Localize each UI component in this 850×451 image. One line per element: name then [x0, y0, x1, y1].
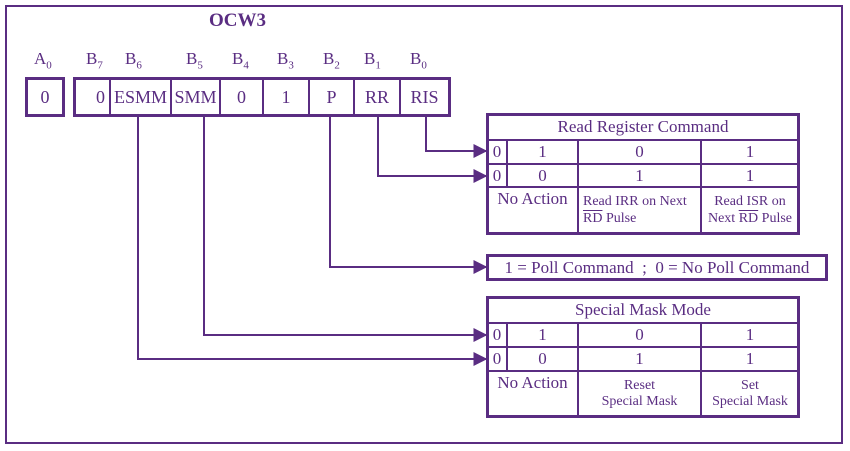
rr-r1-c2: 1 — [538, 142, 547, 162]
label-b4: B4 — [232, 49, 249, 72]
rr-r2-c4: 1 — [745, 165, 755, 185]
divider — [262, 79, 264, 115]
sm-r1-c2: 1 — [538, 325, 547, 345]
bit-b2: P — [326, 86, 337, 107]
rr-r2-c1: 0 — [492, 165, 502, 185]
rr-r1-c1: 0 — [492, 142, 502, 162]
divider — [488, 163, 798, 165]
bit-b5: SMM — [174, 86, 217, 107]
ris-arrow — [425, 117, 488, 158]
label-b2: B2 — [323, 49, 340, 72]
divider — [308, 79, 310, 115]
sm-r2-c4: 1 — [745, 349, 755, 369]
divider — [488, 346, 798, 348]
bit-b3: 1 — [281, 86, 291, 107]
diagram-frame — [5, 5, 843, 444]
rr-r2-c3: 1 — [635, 165, 644, 185]
sm-r2-c2: 0 — [538, 349, 547, 369]
sm-r1-c1: 0 — [492, 325, 502, 345]
label-b7: B7 — [86, 49, 103, 72]
rr-read-isr: Read ISR on Next RD Pulse — [707, 194, 792, 226]
divider — [488, 186, 798, 188]
divider — [109, 79, 111, 115]
sm-reset-special-mask: Reset Special Mask — [601, 377, 678, 409]
divider — [488, 139, 798, 141]
sm-no-action: No Action — [497, 373, 568, 393]
poll-command-box — [486, 254, 828, 281]
sm-r2-c1: 0 — [492, 349, 502, 369]
divider — [506, 141, 508, 186]
bit-b6: ESMM — [113, 86, 167, 107]
bit-b4: 0 — [237, 86, 246, 107]
bit-b1: RR — [364, 86, 389, 107]
smm-arrow — [203, 117, 488, 342]
rr-no-action: No Action — [497, 189, 568, 209]
rr-arrow — [377, 117, 488, 183]
label-a0: A0 — [34, 49, 52, 72]
sm-r1-c4: 1 — [745, 325, 755, 345]
divider — [170, 79, 172, 115]
sm-r1-c3: 0 — [635, 325, 644, 345]
esmm-arrow — [137, 117, 488, 366]
divider — [700, 141, 702, 233]
rr-read-irr: Read IRR on Next RD Pulse — [583, 194, 687, 226]
sm-r2-c3: 1 — [635, 349, 644, 369]
sm-set-special-mask: Set Special Mask — [712, 377, 788, 409]
bit-b7: 0 — [96, 86, 105, 107]
divider — [219, 79, 221, 115]
special-mask-table — [486, 296, 800, 418]
divider — [353, 79, 355, 115]
label-b5: B5 — [186, 49, 203, 72]
rr-r2-c2: 0 — [538, 165, 547, 185]
divider — [506, 324, 508, 370]
label-b6: B6 — [125, 49, 142, 72]
rr-r1-c4: 1 — [745, 142, 755, 162]
divider — [399, 79, 401, 115]
diagram-title: OCW3 — [209, 10, 266, 31]
divider — [577, 324, 579, 416]
a0-value: 0 — [40, 86, 50, 107]
label-b3: B3 — [277, 49, 294, 72]
rr-r1-c3: 0 — [635, 142, 644, 162]
divider — [488, 370, 798, 372]
divider — [700, 324, 702, 416]
divider — [488, 322, 798, 324]
poll-arrow — [329, 117, 488, 274]
read-register-table — [486, 113, 800, 235]
bit-register — [73, 77, 451, 117]
label-b0: B0 — [410, 49, 427, 72]
read-register-title: Read Register Command — [557, 117, 729, 137]
label-b1: B1 — [364, 49, 381, 72]
poll-command-text: 1 = Poll Command ; 0 = No Poll Command — [504, 257, 810, 277]
divider — [577, 141, 579, 233]
a0-box — [25, 77, 65, 117]
special-mask-title: Special Mask Mode — [575, 300, 711, 320]
bit-b0: RIS — [410, 86, 439, 107]
